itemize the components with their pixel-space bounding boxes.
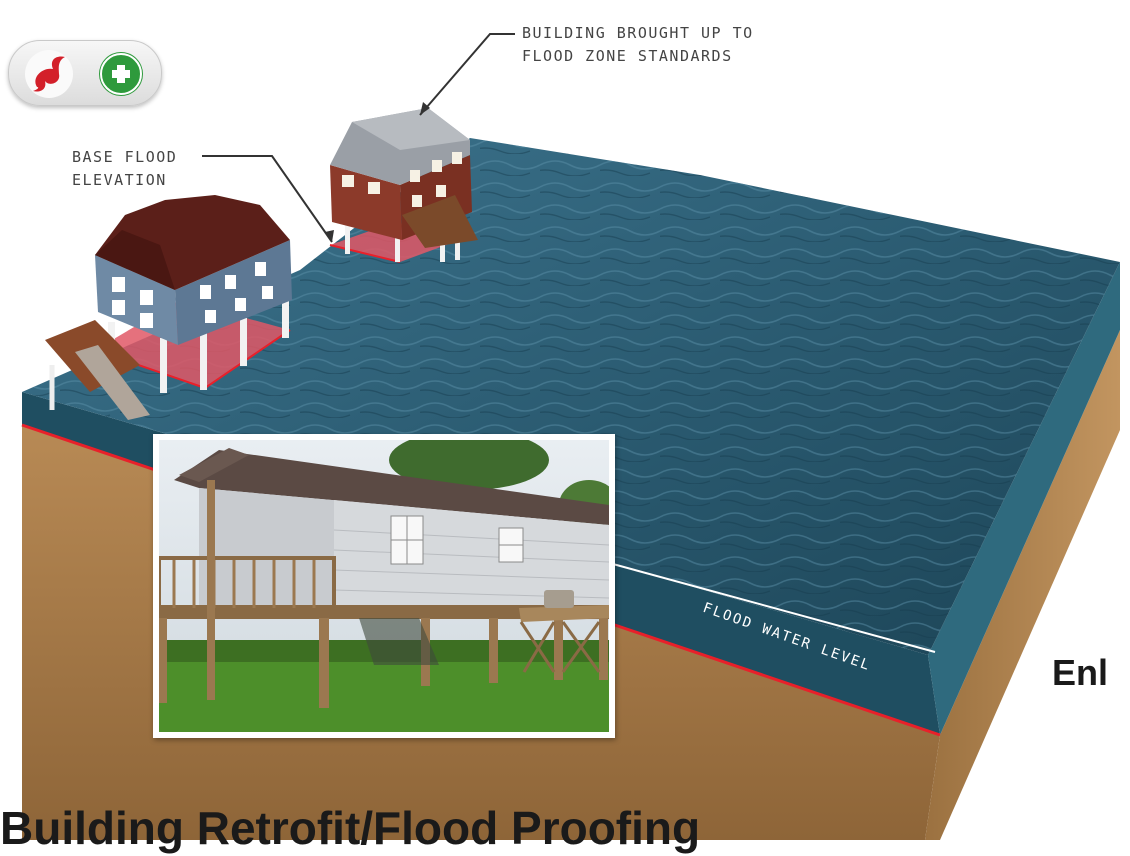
water-side-face: [928, 262, 1120, 735]
side-text-partial: Enl: [1052, 652, 1109, 693]
inset-photo: [153, 434, 615, 738]
callout-retrofit-arrowhead: [420, 102, 430, 115]
callout-retrofit-label: BUILDING BROUGHT UP TO FLOOD ZONE STANDA…: [522, 24, 754, 65]
callout-bfe-arrowhead: [325, 230, 334, 242]
retrofit-house-right: [329, 108, 478, 263]
callout-bfe-leader: [202, 155, 333, 243]
flood-water-level-line: [579, 554, 936, 653]
logo-badge: [8, 40, 162, 106]
hurricane-icon: [25, 50, 73, 98]
water-texture: [22, 138, 1120, 655]
elevated-house-photo: [159, 440, 609, 732]
plus-icon: [99, 52, 143, 96]
callout-retrofit-leader: [419, 33, 515, 116]
elevated-house-left: [45, 195, 292, 420]
page-heading: Building Retrofit/Flood Proofing: [0, 802, 701, 854]
soil-side: [925, 330, 1120, 840]
callout-base-flood-label: BASE FLOOD ELEVATION: [72, 148, 178, 189]
